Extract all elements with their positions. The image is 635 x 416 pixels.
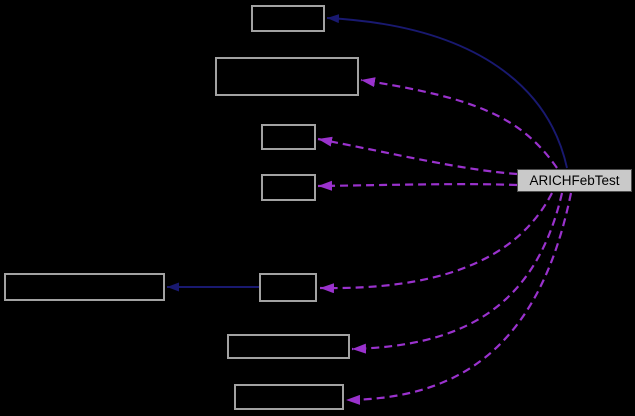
main-node-arichfebtest: ARICHFebTest (517, 169, 632, 192)
related-class-node-n5[interactable] (4, 273, 165, 301)
edge-main-to-n8-usage-arrow (345, 192, 573, 405)
related-class-node-n8[interactable] (234, 384, 344, 410)
related-class-node-n3[interactable] (261, 124, 316, 150)
edge-main-to-n3-usage-arrow (317, 136, 518, 176)
related-class-node-n7[interactable] (227, 334, 350, 359)
edge-main-to-n6-usage-arrow (319, 192, 553, 294)
edge-main-to-n7-usage-arrow (351, 192, 564, 354)
edge-main-to-n4-usage-arrow (317, 180, 518, 191)
related-class-node-n1[interactable] (251, 5, 325, 32)
related-class-node-n6[interactable] (259, 273, 317, 302)
related-class-node-n4[interactable] (261, 174, 316, 201)
related-class-node-n2[interactable] (215, 57, 359, 96)
edge-main-to-n1-inheritance-arrow (326, 14, 568, 169)
